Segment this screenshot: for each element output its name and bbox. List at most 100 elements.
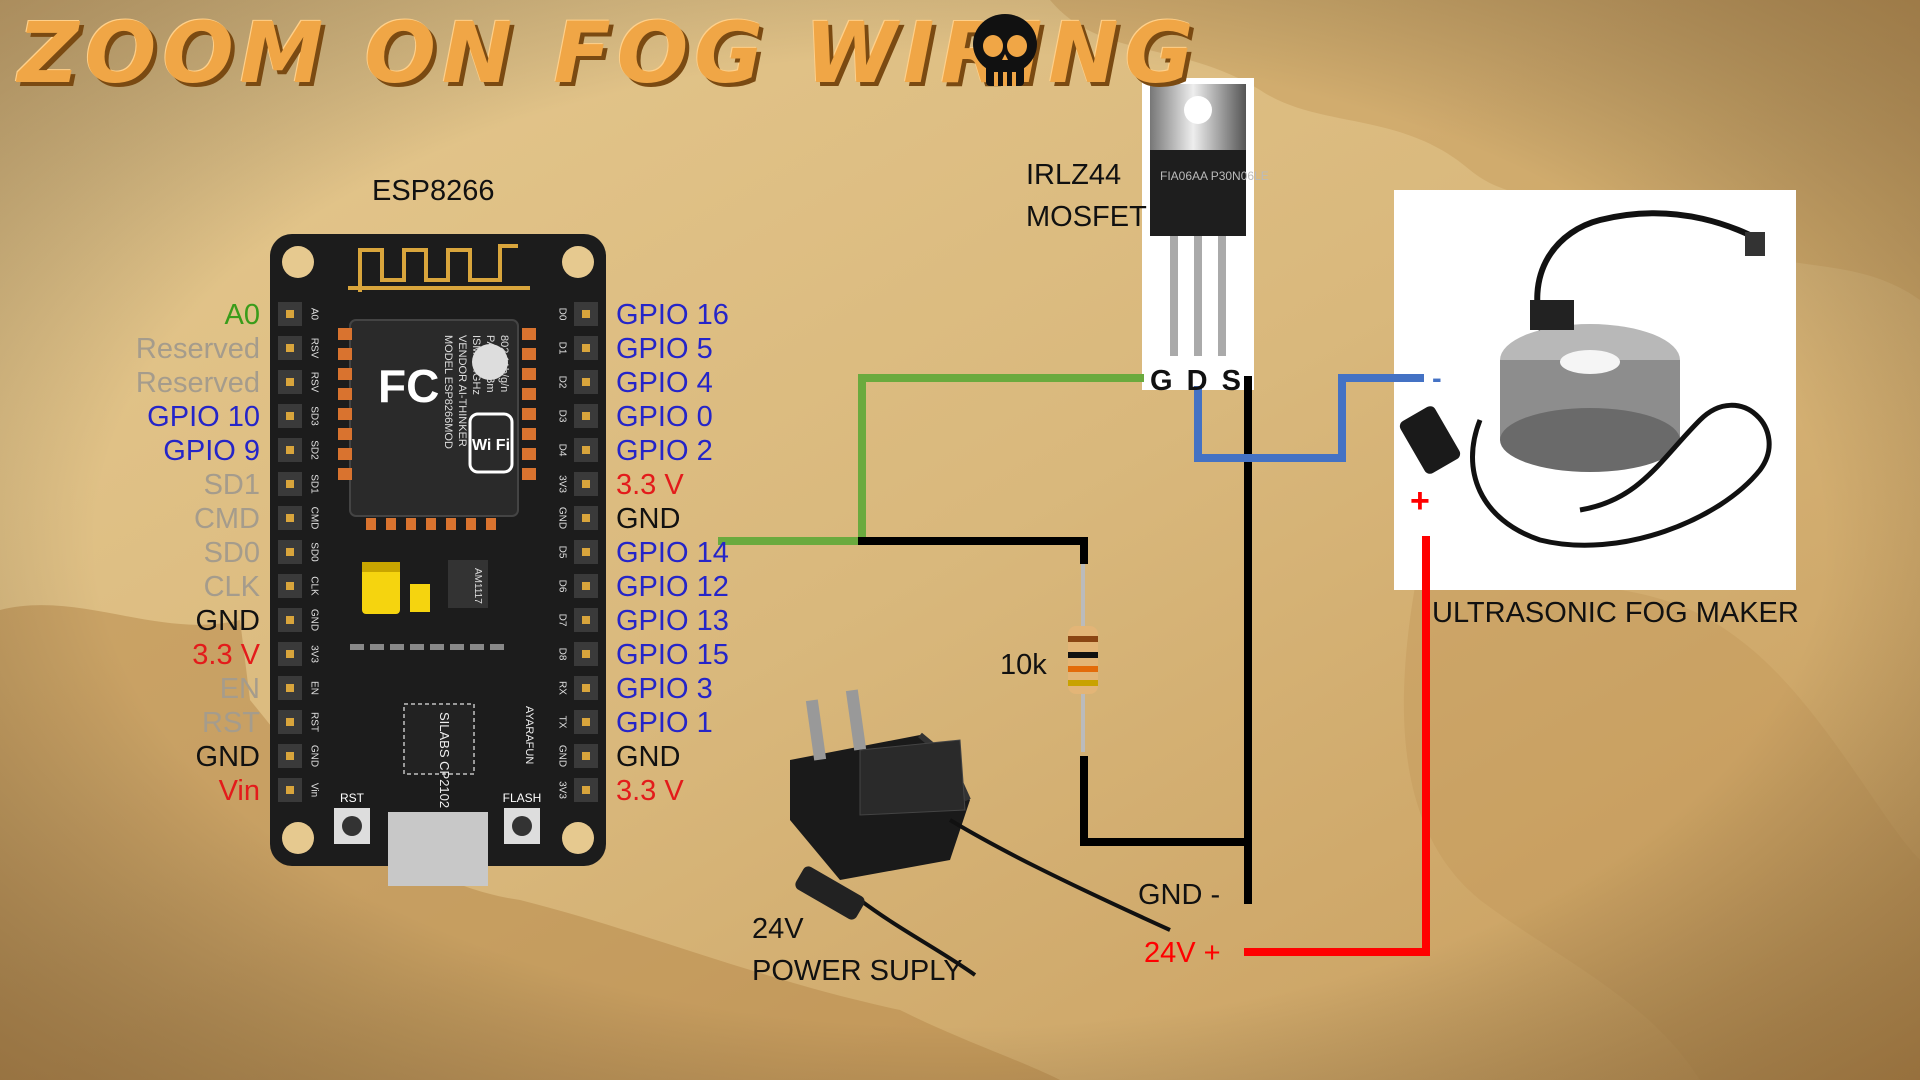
left-header-pin-pad	[286, 718, 294, 726]
right-header-pin-pad	[582, 378, 590, 386]
fog-minus-label: -	[1432, 363, 1442, 395]
psu-label-line2: POWER SUPLY	[752, 955, 963, 987]
esp8266-board: FC MODEL ESP8266MOD VENDOR AI-THINKER IS…	[270, 234, 606, 886]
left-header-pin-pad	[286, 786, 294, 794]
left-silk-label: RSV	[308, 338, 319, 359]
left-header-pin-pad	[286, 344, 294, 352]
right-pin-label: GPIO 0	[616, 401, 713, 433]
right-silk-label: RX	[556, 681, 567, 695]
wire-black-resistor-gnd	[1080, 756, 1252, 846]
right-silk-label: GND	[556, 745, 567, 767]
left-silk-label: GND	[308, 745, 319, 767]
wire-red-plus	[1244, 536, 1430, 956]
right-pin-label: GPIO 13	[616, 605, 729, 637]
left-header-pin-pad	[286, 378, 294, 386]
left-silk-label: SD2	[308, 440, 319, 460]
right-silk-label: GND	[556, 507, 567, 529]
right-pin-label: 3.3 V	[616, 775, 684, 807]
left-header-pin-pad	[286, 310, 294, 318]
right-header-pin-pad	[582, 650, 590, 658]
skull-icon	[973, 14, 1037, 86]
fc-logo: FC	[378, 360, 439, 412]
right-silk-label: 3V3	[556, 475, 567, 493]
right-pin-label: GPIO 12	[616, 571, 729, 603]
wire-black-gpio14-resistor	[858, 537, 1088, 564]
right-silk-label: D3	[556, 410, 567, 423]
left-pin-label: GND	[195, 605, 260, 637]
right-pin-label: GPIO 16	[616, 299, 729, 331]
left-pin-label: GPIO 10	[147, 401, 260, 433]
right-silk-label: D8	[556, 648, 567, 661]
psu-label-line1: 24V	[752, 913, 804, 945]
mosfet-pin-labels: G D S	[1150, 365, 1244, 397]
right-silk-label: 3V3	[556, 781, 567, 799]
left-header-pin-pad	[286, 616, 294, 624]
right-silk-label: D2	[556, 376, 567, 389]
right-pin-label: 3.3 V	[616, 469, 684, 501]
wifi-logo: Wi Fi	[472, 437, 510, 454]
left-pin-label: EN	[219, 673, 260, 705]
left-pin-label: 3.3 V	[192, 639, 260, 671]
right-header-pin-pad	[582, 718, 590, 726]
right-pin-label: GND	[616, 741, 681, 773]
regulator-text: AM1117	[472, 568, 483, 604]
right-header-pin-pad	[582, 548, 590, 556]
right-header-pin-pad	[582, 310, 590, 318]
module-vendor-text: VENDOR AI-THINKER	[456, 335, 468, 447]
left-silk-label: Vin	[308, 783, 319, 797]
resistor-label: 10k	[1000, 649, 1047, 681]
right-header-pin-pad	[582, 412, 590, 420]
right-silk-label: TX	[556, 716, 567, 729]
right-pin-label: GPIO 2	[616, 435, 713, 467]
left-silk-label: A0	[308, 308, 319, 321]
brand-text: AYARAFUN	[523, 706, 535, 764]
mosfet-label-line2: MOSFET	[1026, 201, 1147, 233]
fog-plus-label: +	[1410, 482, 1430, 520]
left-pin-label: RST	[202, 707, 260, 739]
left-silk-label: RSV	[308, 372, 319, 393]
right-header-pin-pad	[582, 446, 590, 454]
left-silk-label: EN	[308, 681, 319, 695]
left-pin-label: SD1	[203, 469, 260, 501]
left-pin-label: SD0	[203, 537, 260, 569]
right-pin-label: GND	[616, 503, 681, 535]
mosfet-label-line1: IRLZ44	[1026, 159, 1122, 191]
v24-label: 24V +	[1144, 937, 1221, 969]
rst-button-label: RST	[340, 791, 365, 805]
left-header-pin-pad	[286, 650, 294, 658]
left-pin-label: Vin	[218, 775, 260, 807]
left-silk-label: SD0	[308, 542, 319, 562]
left-header-pin-pad	[286, 548, 294, 556]
left-header-pin-pad	[286, 412, 294, 420]
usb-chip-text: SILABS CP2102	[437, 712, 452, 808]
right-pin-label: GPIO 5	[616, 333, 713, 365]
fog-maker	[1394, 190, 1796, 590]
right-silk-label: D7	[556, 614, 567, 627]
right-header-pin-pad	[582, 344, 590, 352]
right-silk-label: D4	[556, 444, 567, 457]
right-header-pin-pad	[582, 480, 590, 488]
left-silk-label: SD1	[308, 474, 319, 494]
left-header-pin-pad	[286, 480, 294, 488]
left-header-pin-pad	[286, 582, 294, 590]
right-silk-label: D6	[556, 580, 567, 593]
left-pin-label: A0	[224, 299, 260, 331]
left-pin-label: GND	[195, 741, 260, 773]
right-silk-label: D0	[556, 308, 567, 321]
right-header-pin-pad	[582, 786, 590, 794]
right-silk-label: D1	[556, 342, 567, 355]
mosfet-marking: FIA06AA P30N06LE	[1160, 169, 1269, 183]
left-header-pin-pad	[286, 514, 294, 522]
left-pin-label: Reserved	[135, 333, 260, 365]
right-pin-label: GPIO 1	[616, 707, 713, 739]
right-silk-label: D5	[556, 546, 567, 559]
left-pin-label: CLK	[203, 571, 260, 603]
left-silk-label: GND	[308, 609, 319, 631]
esp8266-label: ESP8266	[372, 175, 495, 207]
right-pin-label: GPIO 14	[616, 537, 729, 569]
right-header-pin-pad	[582, 582, 590, 590]
right-pin-label: GPIO 3	[616, 673, 713, 705]
left-header-pin-pad	[286, 684, 294, 692]
left-pin-label: Reserved	[135, 367, 260, 399]
